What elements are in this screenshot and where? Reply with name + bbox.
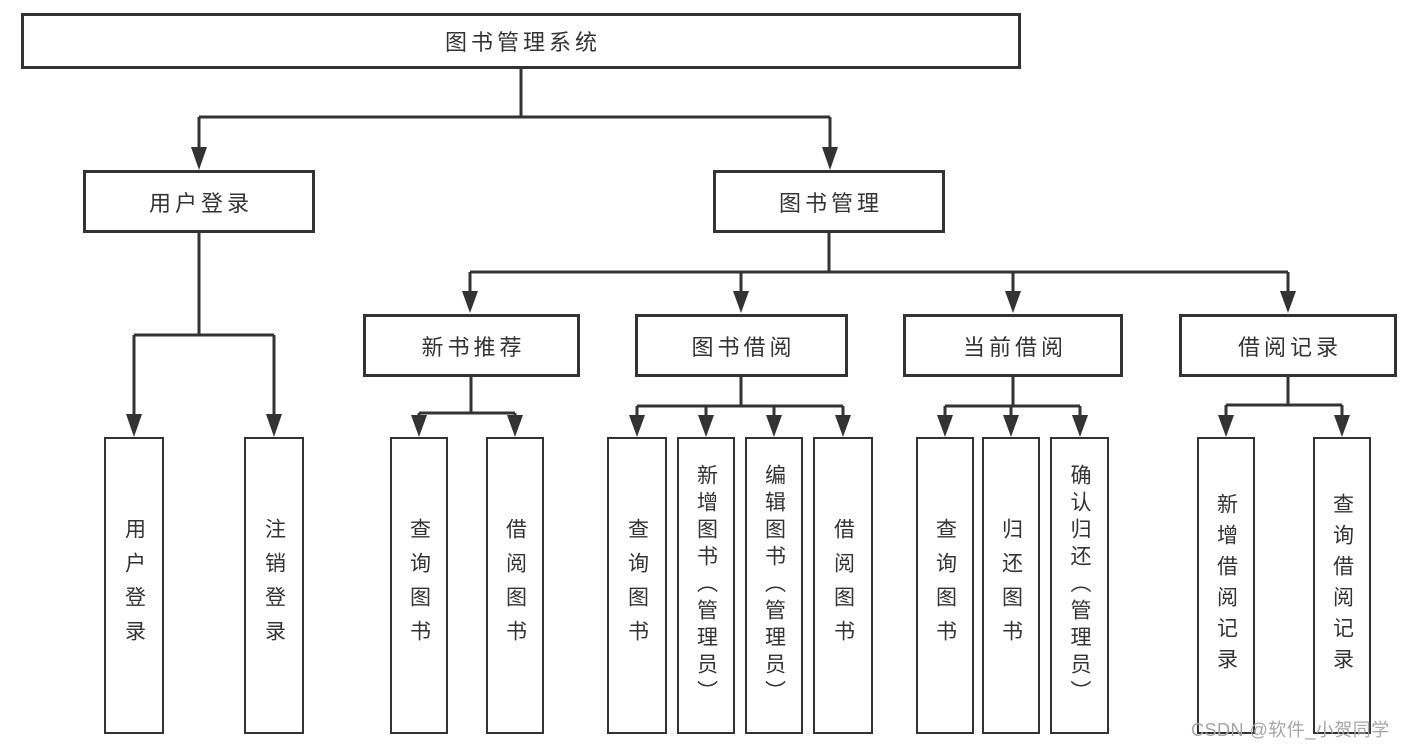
leaf-user-login: 用户登录 [104,437,164,734]
watermark: CSDN @软件_小贺同学 [1191,720,1390,740]
leaf-borrow-books-borrow: 借阅图书 [813,437,873,734]
connector-book-borrow-to-leaves [635,375,845,415]
node-borrow-records: 借阅记录 [1179,314,1397,377]
leaf-add-borrow-record: 新增借阅记录 [1197,437,1255,734]
leaf-logout: 注销登录 [244,437,304,734]
leaf-borrow-books-recommend: 借阅图书 [486,437,544,734]
leaf-return-books: 归还图书 [982,437,1040,734]
leaf-query-borrow-record: 查询借阅记录 [1313,437,1371,734]
leaf-add-books-admin: 新增图书（管理员） [677,437,735,734]
leaf-confirm-return-admin: 确认归还（管理员） [1050,437,1109,734]
node-root: 图书管理系统 [21,13,1021,69]
leaf-query-books-current: 查询图书 [916,437,974,734]
connector-current-borrow-to-leaves [943,375,1082,415]
node-book-management: 图书管理 [713,170,945,233]
leaf-query-books-recommend: 查询图书 [390,437,448,734]
node-current-borrow: 当前借阅 [903,314,1123,377]
leaf-query-books-borrow: 查询图书 [607,437,667,734]
node-user-login: 用户登录 [83,170,315,233]
connector-new-book-to-leaves [417,375,517,415]
node-new-book-recommend: 新书推荐 [363,314,580,377]
connector-borrow-records-to-leaves [1224,375,1344,415]
leaf-edit-books-admin: 编辑图书（管理员） [745,437,803,734]
connector-root-to-level2 [197,67,832,147]
node-book-borrow: 图书借阅 [635,314,848,377]
connector-user-login-to-leaves [132,231,276,414]
connector-book-management-to-level3 [468,231,1290,291]
